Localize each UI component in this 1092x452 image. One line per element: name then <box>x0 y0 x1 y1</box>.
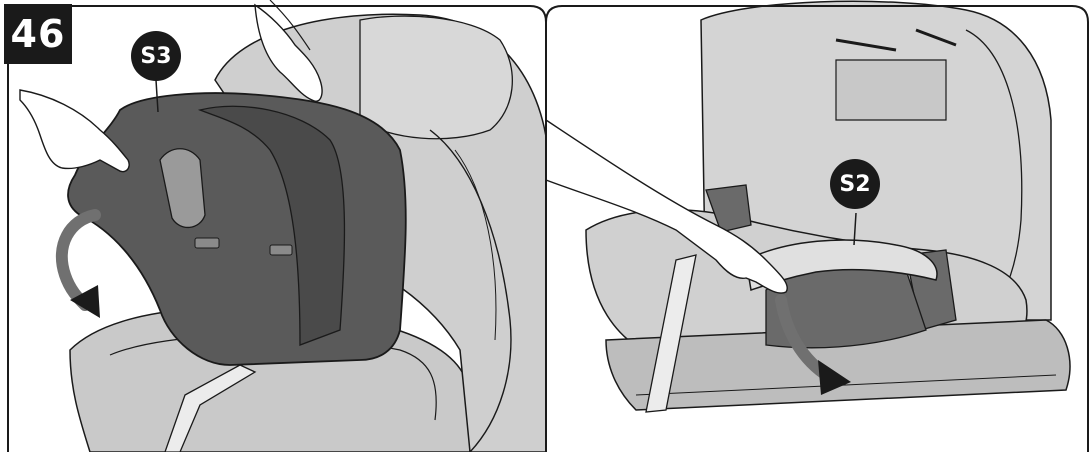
cover-buckle-slot <box>195 238 219 248</box>
step-number-badge: 46 <box>4 4 72 64</box>
callout-s3: S3 <box>131 31 181 81</box>
seat-center-panel <box>836 60 946 120</box>
left-illustration <box>0 0 548 452</box>
right-illustration <box>546 0 1092 452</box>
callout-s2: S2 <box>830 159 880 209</box>
right-illustration-panel <box>546 0 1092 452</box>
seat-headrest <box>360 16 512 139</box>
left-illustration-panel <box>0 0 548 452</box>
